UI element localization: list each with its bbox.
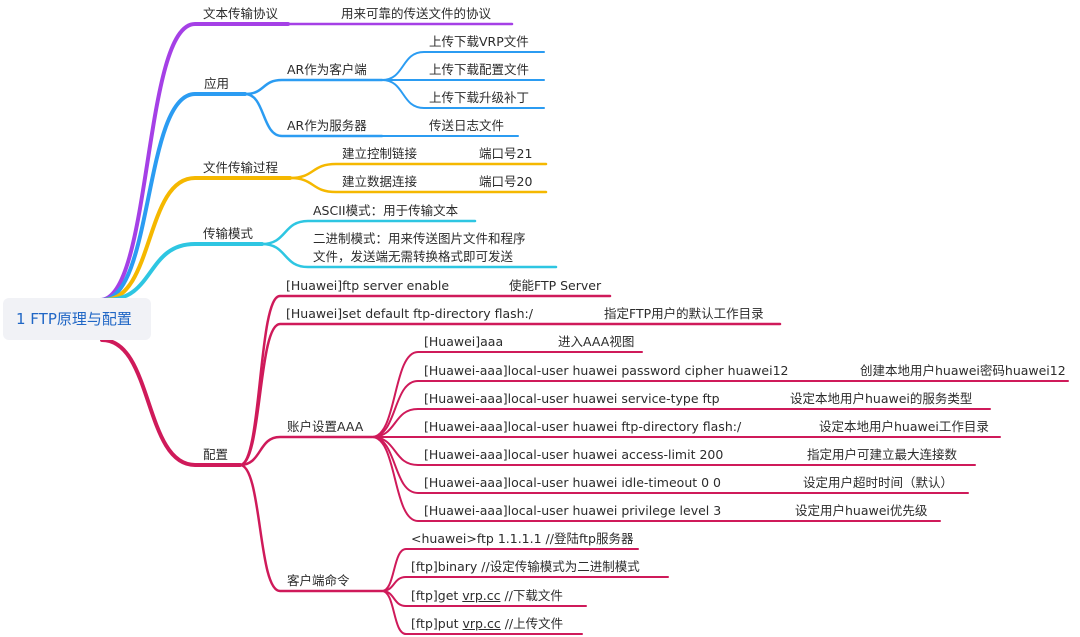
connector-aaa-item xyxy=(371,380,1069,438)
client-cmd[interactable]: [ftp]put vrp.cc //上传文件 xyxy=(411,616,564,631)
aaa-cmd-desc[interactable]: 设定本地用户huawei的服务类型 xyxy=(790,391,973,406)
client-cmd-label[interactable]: 客户端命令 xyxy=(287,573,350,588)
aaa-cmd-desc[interactable]: 进入AAA视图 xyxy=(558,334,635,349)
connector-app-client-item xyxy=(381,79,545,109)
aaa-cmd-desc[interactable]: 指定用户可建立最大连接数 xyxy=(807,447,958,462)
branch-protocol-label[interactable]: 文本传输协议 xyxy=(203,6,279,21)
connector-mode xyxy=(104,242,264,302)
app-client-item[interactable]: 上传下载VRP文件 xyxy=(429,34,529,49)
branch-app-label[interactable]: 应用 xyxy=(204,76,230,91)
connector-process-item xyxy=(288,176,548,194)
aaa-cmd-desc[interactable]: 创建本地用户huawei密码huawei12 xyxy=(860,363,1066,378)
mode-binary-line2[interactable]: 文件，发送端无需转换格式即可发送 xyxy=(313,249,514,264)
root-node-label: 1 FTP原理与配置 xyxy=(16,310,132,328)
connector-aaa-item xyxy=(371,351,643,438)
aaa-cmd[interactable]: [Huawei-aaa]local-user huawei idle-timeo… xyxy=(424,475,721,490)
aaa-cmd[interactable]: [Huawei]aaa xyxy=(424,334,504,349)
aaa-cmd-desc[interactable]: 设定用户超时时间（默认） xyxy=(803,475,954,490)
file-link[interactable]: vrp.cc xyxy=(462,588,501,603)
aaa-label[interactable]: 账户设置AAA xyxy=(287,419,364,434)
config-cmd[interactable]: [Huawei]ftp server enable xyxy=(286,278,450,293)
app-server-item[interactable]: 传送日志文件 xyxy=(429,118,505,133)
connector-process xyxy=(102,176,292,302)
aaa-cmd[interactable]: [Huawei-aaa]local-user huawei ftp-direct… xyxy=(424,419,742,434)
process-step-label[interactable]: 建立控制链接 xyxy=(342,146,418,161)
connector-aaa xyxy=(238,435,374,467)
client-cmd[interactable]: [ftp]binary //设定传输模式为二进制模式 xyxy=(411,559,640,574)
aaa-cmd[interactable]: [Huawei-aaa]local-user huawei service-ty… xyxy=(424,391,720,406)
app-client-label[interactable]: AR作为客户端 xyxy=(287,62,367,77)
aaa-cmd-desc[interactable]: 设定本地用户huawei工作目录 xyxy=(819,419,989,434)
client-cmd[interactable]: <huawei>ftp 1.1.1.1 //登陆ftp服务器 xyxy=(411,531,634,546)
aaa-cmd-desc[interactable]: 设定用户huawei优先级 xyxy=(795,503,928,518)
root-node[interactable] xyxy=(3,298,151,340)
connector-client xyxy=(238,463,384,593)
branch-process-label[interactable]: 文件传输过程 xyxy=(203,160,279,175)
config-cmd-desc[interactable]: 使能FTP Server xyxy=(509,278,602,293)
branch-protocol-desc[interactable]: 用来可靠的传送文件的协议 xyxy=(341,6,492,21)
app-server-label[interactable]: AR作为服务器 xyxy=(287,118,367,133)
connector-app-client xyxy=(243,78,384,96)
connector-app-server xyxy=(243,92,384,138)
connector-client-item xyxy=(381,590,583,635)
app-client-item[interactable]: 上传下载升级补丁 xyxy=(429,90,530,105)
connector-app xyxy=(100,92,247,302)
connector-mode-binary xyxy=(260,242,558,269)
branch-config-label[interactable]: 配置 xyxy=(203,447,229,462)
client-cmd[interactable]: [ftp]get vrp.cc //下载文件 xyxy=(411,588,563,603)
branch-mode-label[interactable]: 传输模式 xyxy=(203,226,254,241)
aaa-cmd[interactable]: [Huawei-aaa]local-user huawei access-lim… xyxy=(424,447,724,462)
file-link[interactable]: vrp.cc xyxy=(462,616,501,631)
connector-config-cmd xyxy=(238,322,782,467)
aaa-cmd[interactable]: [Huawei-aaa]local-user huawei privilege … xyxy=(424,503,722,518)
connector-config xyxy=(100,338,242,467)
app-client-item[interactable]: 上传下载配置文件 xyxy=(429,62,530,77)
connector-mode-ascii xyxy=(260,219,477,246)
config-cmd-desc[interactable]: 指定FTP用户的默认工作目录 xyxy=(604,306,764,321)
process-port-label[interactable]: 端口号20 xyxy=(479,174,533,189)
connector-aaa-item xyxy=(371,436,941,522)
aaa-cmd[interactable]: [Huawei-aaa]local-user huawei password c… xyxy=(424,363,789,378)
process-step-label[interactable]: 建立数据连接 xyxy=(342,174,418,189)
connector-protocol xyxy=(98,22,290,302)
process-port-label[interactable]: 端口号21 xyxy=(479,146,533,161)
config-cmd[interactable]: [Huawei]set default ftp-directory flash:… xyxy=(286,306,533,321)
mode-binary-line1[interactable]: 二进制模式：用来传送图片文件和程序 xyxy=(313,231,526,246)
mode-ascii-label[interactable]: ASCII模式：用于传输文本 xyxy=(313,203,459,218)
